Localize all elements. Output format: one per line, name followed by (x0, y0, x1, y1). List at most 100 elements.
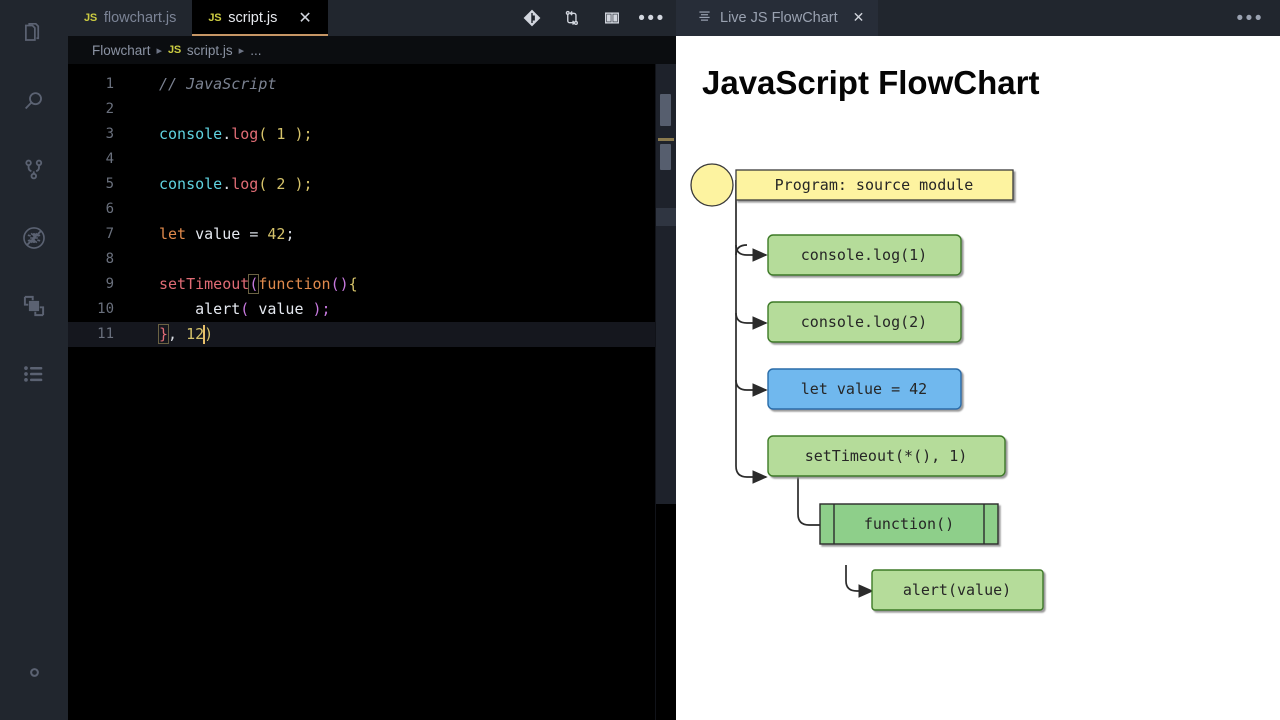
edge-start-log1 (735, 244, 768, 262)
chevron-right-icon: ▸ (238, 44, 245, 57)
flowchart-canvas: Program: source module console.log(1) co… (676, 36, 1280, 720)
code-line: 1 // JavaScript (68, 72, 676, 97)
extensions-icon[interactable] (0, 272, 68, 340)
code-token-number: 2 (276, 175, 286, 193)
editor-minimap[interactable] (656, 64, 676, 504)
editor-tab-flowchart[interactable]: JS flowchart.js (68, 0, 192, 36)
edge-start-trunk (735, 180, 768, 484)
code-token-variable: value (258, 300, 304, 318)
explorer-icon[interactable] (0, 0, 68, 68)
code-token-number: 42 (267, 225, 286, 243)
code-token-paren: ( (240, 300, 259, 318)
editor-tab-label: script.js (228, 10, 278, 26)
preview-tab-label: Live JS FlowChart (720, 10, 838, 26)
flow-node-label: Program: source module (775, 176, 974, 194)
edge-start-letvalue (735, 379, 768, 397)
code-token-dot: . (222, 175, 232, 193)
flow-node-settimeout[interactable]: setTimeout(*(), 1) (767, 435, 1006, 477)
code-token-brace-match: } (157, 324, 170, 344)
breadcrumb: Flowchart ▸ JS script.js ▸ ... (68, 36, 676, 64)
preview-pane: Live JS FlowChart ✕ ••• JavaScript FlowC… (676, 0, 1280, 720)
code-token-function-call: setTimeout (159, 275, 250, 293)
run-debug-disabled-icon[interactable] (0, 204, 68, 272)
code-token-semicolon: ; (285, 225, 295, 243)
flow-node-label: function() (864, 515, 954, 533)
code-token-paren: ( (258, 125, 277, 143)
search-icon[interactable] (0, 68, 68, 136)
line-number: 8 (105, 251, 114, 267)
editor-tab-script[interactable]: JS script.js ✕ (192, 0, 329, 36)
code-token-object: console (159, 175, 223, 193)
code-token-number: 1 (276, 125, 286, 143)
line-number: 6 (105, 201, 114, 217)
split-diff-icon[interactable] (512, 0, 552, 36)
code-token-keyword: function (258, 275, 331, 293)
code-line: 10 alert( value ); (68, 297, 676, 322)
code-lines: 1 // JavaScript 2 3 console.log( 1 ); 4 … (68, 72, 676, 347)
js-file-icon: JS (208, 12, 222, 24)
code-token-paren: () (330, 275, 349, 293)
flow-node-label: alert(value) (903, 581, 1011, 599)
editor-pane: JS flowchart.js JS script.js ✕ (68, 0, 676, 720)
code-token-bracket-match: ( (248, 274, 260, 294)
edge-settimeout-function (797, 477, 822, 526)
code-token-function-call: alert (195, 300, 241, 318)
source-control-icon[interactable] (0, 136, 68, 204)
close-icon[interactable]: ✕ (298, 8, 312, 27)
flow-node-alert[interactable]: alert(value) (871, 569, 1044, 611)
activity-bar (0, 0, 68, 720)
line-number: 10 (97, 301, 114, 317)
more-actions-icon[interactable]: ••• (638, 7, 666, 29)
close-icon[interactable]: ✕ (852, 10, 865, 26)
edge-function-alert (845, 565, 874, 598)
more-actions-icon[interactable]: ••• (1236, 7, 1264, 29)
code-token-paren: ); (285, 125, 313, 143)
flow-node-letvalue[interactable]: let value = 42 (767, 368, 962, 410)
flow-node-function[interactable]: function() (819, 503, 999, 545)
code-line: 2 (68, 97, 676, 122)
code-line: 6 (68, 197, 676, 222)
code-editor[interactable]: 1 // JavaScript 2 3 console.log( 1 ); 4 … (68, 64, 676, 720)
code-indent (159, 300, 195, 318)
code-token-keyword: let (159, 225, 187, 243)
flow-node-start[interactable]: Program: source module (690, 163, 1014, 207)
text-cursor (203, 325, 206, 344)
settings-gear-icon[interactable] (0, 638, 68, 706)
flow-node-label: console.log(2) (801, 313, 927, 331)
editor-edge-divider (655, 64, 656, 720)
code-token-comment: // JavaScript (159, 75, 277, 93)
code-token-method: log (231, 125, 259, 143)
preview-tab-live-flowchart[interactable]: Live JS FlowChart ✕ (676, 0, 879, 36)
flow-node-label: setTimeout(*(), 1) (805, 447, 968, 465)
editor-tab-bar: JS flowchart.js JS script.js ✕ (68, 0, 676, 36)
code-line: 4 (68, 147, 676, 172)
code-token-object: console (159, 125, 223, 143)
line-number: 2 (105, 101, 114, 117)
line-number: 7 (105, 226, 114, 242)
line-number: 11 (97, 326, 114, 342)
outline-list-icon[interactable] (0, 340, 68, 408)
edge-start-to-log1 (735, 244, 748, 256)
breadcrumb-tail[interactable]: ... (250, 42, 262, 58)
flow-node-log1[interactable]: console.log(1) (767, 234, 962, 276)
split-editor-icon[interactable] (592, 0, 632, 36)
flow-node-log2[interactable]: console.log(2) (767, 301, 962, 343)
code-token-variable: value (195, 225, 241, 243)
breadcrumb-root[interactable]: Flowchart (92, 42, 151, 58)
chevron-right-icon: ▸ (156, 44, 163, 57)
line-number: 4 (105, 151, 114, 167)
code-token-dot: . (222, 125, 232, 143)
code-token-paren: ( (258, 175, 277, 193)
code-token-operator: = (249, 225, 259, 243)
flow-edges (735, 180, 874, 598)
breadcrumb-file[interactable]: script.js (186, 42, 233, 58)
code-token-paren: ); (303, 300, 331, 318)
edge-start-log2 (735, 312, 768, 330)
flow-node-label: console.log(1) (801, 246, 927, 264)
code-line: 8 (68, 247, 676, 272)
code-token-paren: ); (285, 175, 313, 193)
source-control-branch-icon[interactable] (552, 0, 592, 36)
code-token-comma: , (168, 325, 187, 343)
js-file-icon: JS (168, 44, 181, 56)
